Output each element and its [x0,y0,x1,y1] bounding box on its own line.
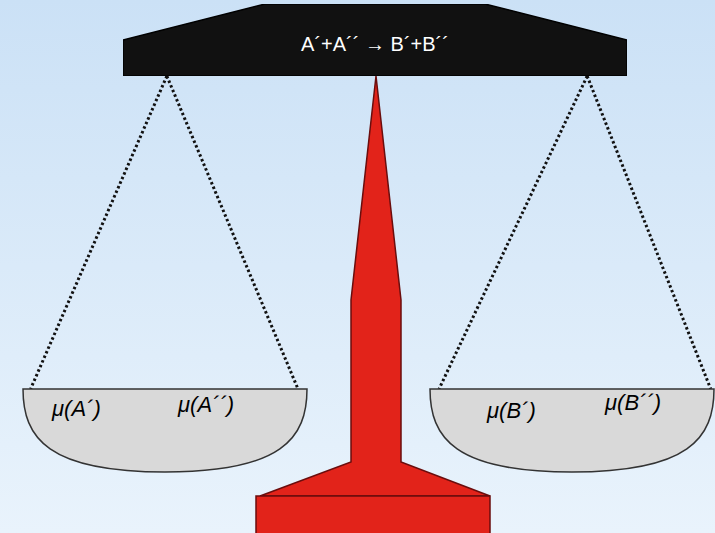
pan-string [167,76,298,389]
pan-string [439,76,587,389]
scale-pan: μ(A´) μ(A´´) [22,388,308,474]
scale-pan-outline [429,388,715,474]
chemical-potential: μ(A´) [52,396,101,422]
pan-string [31,76,167,389]
reaction-beam: A´+A´´ → B´+B´´ [123,4,627,76]
pan-string [587,76,711,389]
chemical-potential: μ(B´´) [605,390,661,416]
chemical-potential: μ(A´´) [178,392,234,418]
stand-base [256,496,490,533]
reaction-equation: A´+A´´ → B´+B´´ [301,31,449,57]
chemical-potential: μ(B´) [487,398,536,424]
scale-pan: μ(B´) μ(B´´) [429,388,715,474]
